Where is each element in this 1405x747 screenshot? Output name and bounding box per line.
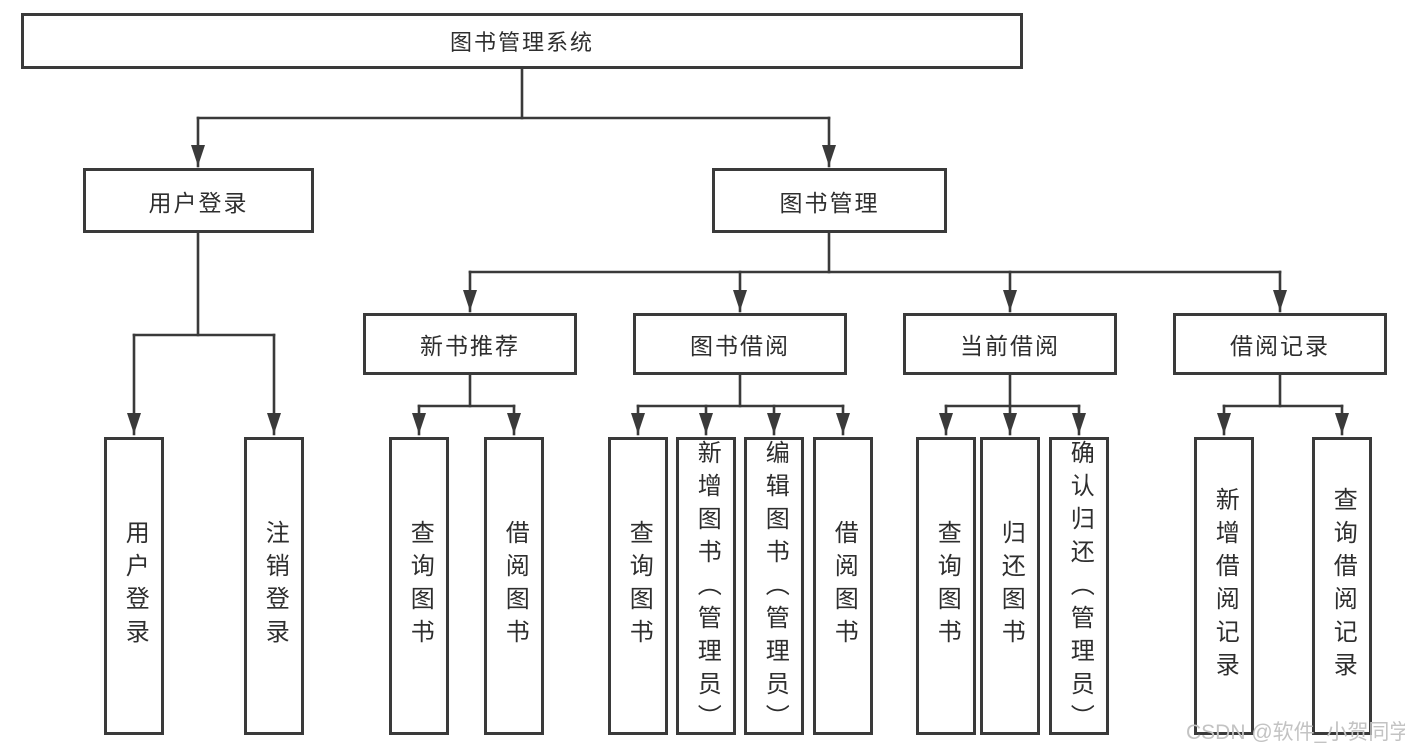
- node-label: 归还图书: [997, 520, 1025, 652]
- leaf-return-books: 归还图书: [980, 437, 1040, 735]
- leaf-add-books-admin: 新增图书（管理员）: [676, 437, 736, 737]
- node-label: 当前借阅: [960, 333, 1060, 359]
- leaf-query-borrow-record: 查询借阅记录: [1312, 437, 1372, 735]
- leaf-confirm-return-admin: 确认归还（管理员）: [1049, 437, 1109, 737]
- node-label: 图书管理系统: [449, 30, 594, 55]
- leaf-query-books-recommend: 查询图书: [389, 437, 449, 735]
- node-label: 确认归还（管理员）: [1066, 440, 1094, 737]
- node-label: 图书借阅: [690, 333, 790, 359]
- node-label: 查询图书: [933, 520, 961, 652]
- node-label: 借阅记录: [1230, 333, 1330, 359]
- csdn-watermark: CSDN @软件_小贺同学: [1186, 721, 1405, 744]
- leaf-borrow-books-recommend: 借阅图书: [484, 437, 544, 735]
- node-label: 新书推荐: [420, 333, 520, 359]
- leaf-logout: 注销登录: [244, 437, 304, 735]
- node-label: 新增图书（管理员）: [693, 440, 721, 737]
- node-label: 编辑图书（管理员）: [761, 440, 789, 737]
- node-label: 借阅图书: [830, 520, 858, 652]
- node-new-book-recommend: 新书推荐: [363, 313, 577, 375]
- node-label: 注销登录: [261, 520, 289, 652]
- leaf-user-login: 用户登录: [104, 437, 164, 735]
- node-label: 用户登录: [148, 189, 249, 216]
- leaf-edit-books-admin: 编辑图书（管理员）: [744, 437, 804, 737]
- node-user-login: 用户登录: [83, 168, 314, 233]
- leaf-query-books-borrow: 查询图书: [608, 437, 668, 735]
- node-borrow-records: 借阅记录: [1173, 313, 1387, 375]
- node-book-management: 图书管理: [712, 168, 947, 233]
- leaf-borrow-books: 借阅图书: [813, 437, 873, 735]
- node-library-management-system: 图书管理系统: [21, 13, 1023, 69]
- leaf-query-books-current: 查询图书: [916, 437, 976, 735]
- node-book-borrow: 图书借阅: [633, 313, 847, 375]
- node-label: 新增借阅记录: [1211, 487, 1239, 685]
- node-current-borrow: 当前借阅: [903, 313, 1117, 375]
- leaf-add-borrow-record: 新增借阅记录: [1194, 437, 1254, 735]
- node-label: 查询借阅记录: [1329, 487, 1357, 685]
- node-label: 用户登录: [121, 520, 149, 652]
- node-label: 查询图书: [406, 520, 434, 652]
- node-label: 查询图书: [625, 520, 653, 652]
- node-label: 借阅图书: [501, 520, 529, 652]
- node-label: 图书管理: [779, 189, 880, 216]
